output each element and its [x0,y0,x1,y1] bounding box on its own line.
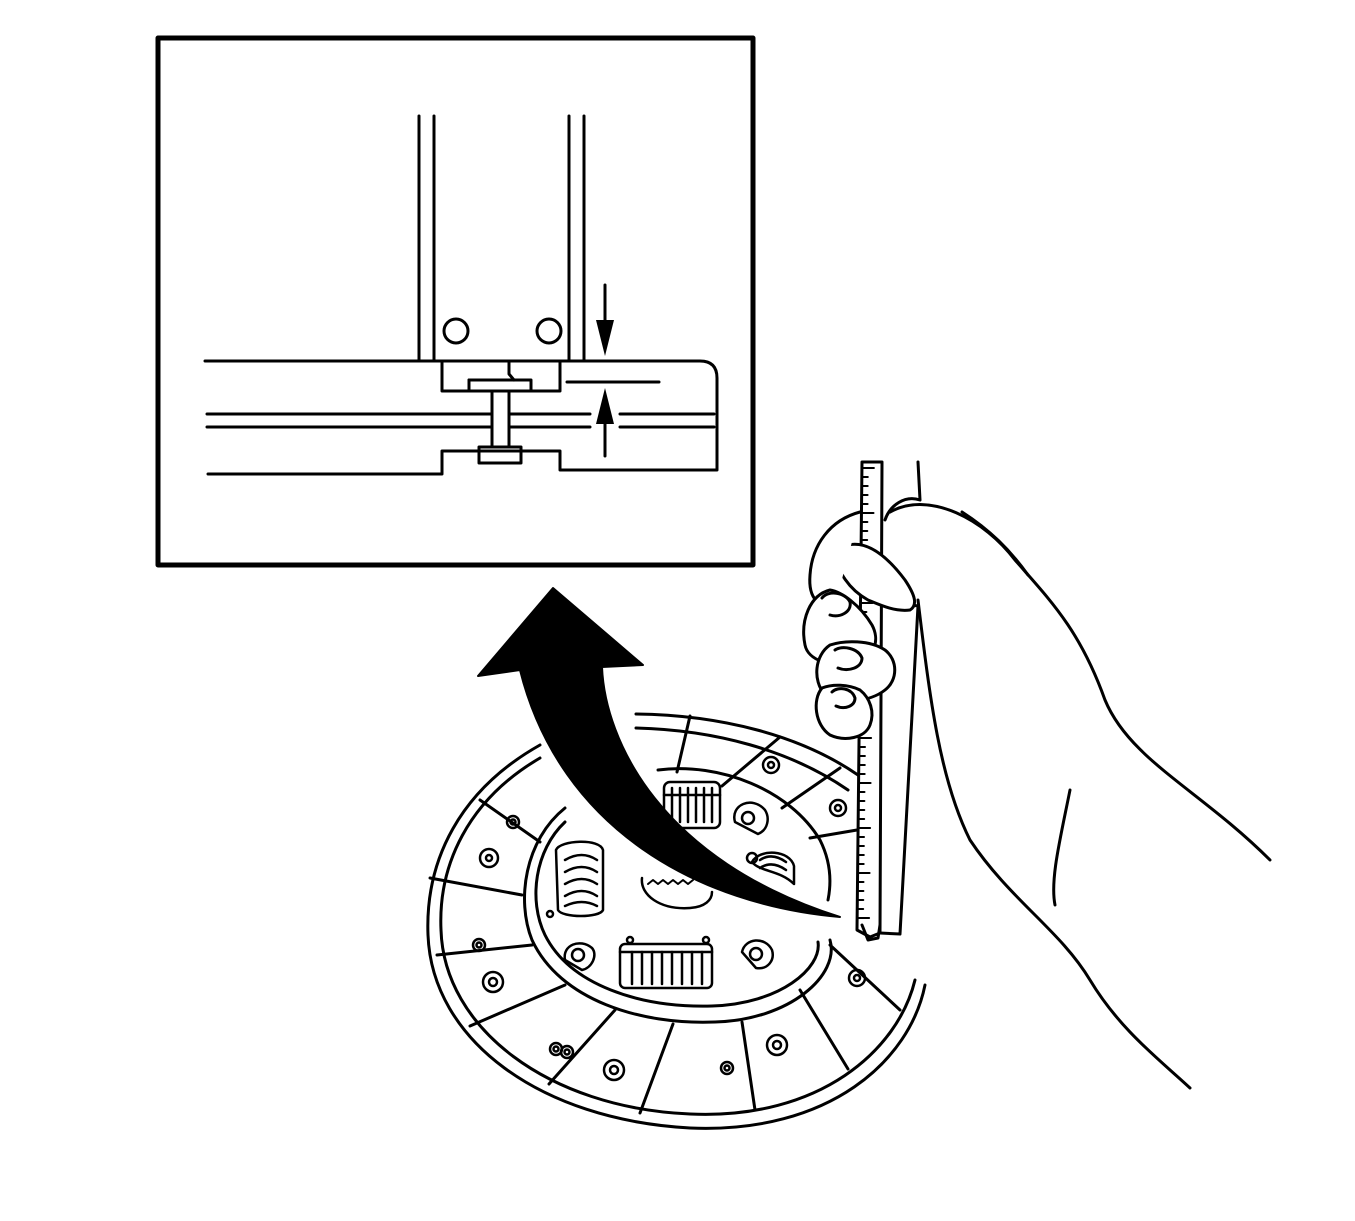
inset-depth-dimension [565,283,661,458]
hand-outline [888,503,1272,862]
hand-crease [1052,788,1072,907]
magnify-arrow-icon [477,587,841,918]
disc-damper-spring-bottom [618,935,714,990]
disc-hub-spline-teeth [647,879,694,885]
disc-damper-spring-top [662,780,722,830]
hand-wrist-lower [916,598,1192,1090]
disc-outer-rim [426,743,927,1130]
hand-nail-3 [830,687,857,710]
hand-nail-2 [833,646,864,672]
hand-nail-1 [820,591,852,618]
disc-rivets [471,755,867,1082]
disc-hub-top-edge [656,767,832,902]
disc-outer-rim-inner [439,756,917,1116]
inset-frame [155,35,756,568]
dimension-arrow-down-icon [596,320,614,356]
hand [802,460,1272,1090]
disc-hub-edge-2 [534,820,820,1008]
disc-rim-top [634,712,860,777]
hand-thumb-top [883,460,922,522]
disc-hub-spline [640,876,714,910]
detail-inset [155,35,756,568]
disc-rim-top-edge [634,726,850,792]
inset-rivet-hole-left [442,317,470,345]
disc-stop-pins [563,801,774,972]
inset-friction-plate-section [203,359,719,476]
inset-rivet-hole-right [535,317,563,345]
hand-finger-4 [814,683,874,740]
gauge-tip [860,923,882,942]
clutch-disc [426,712,927,1130]
disc-damper-spring-left [554,840,605,918]
disc-damper-spring-right [745,851,796,886]
hand-thumb [836,542,917,612]
hand-crease-2 [960,510,1030,577]
inset-gauge-stem [417,114,586,362]
dimension-arrow-up-icon [596,388,614,424]
